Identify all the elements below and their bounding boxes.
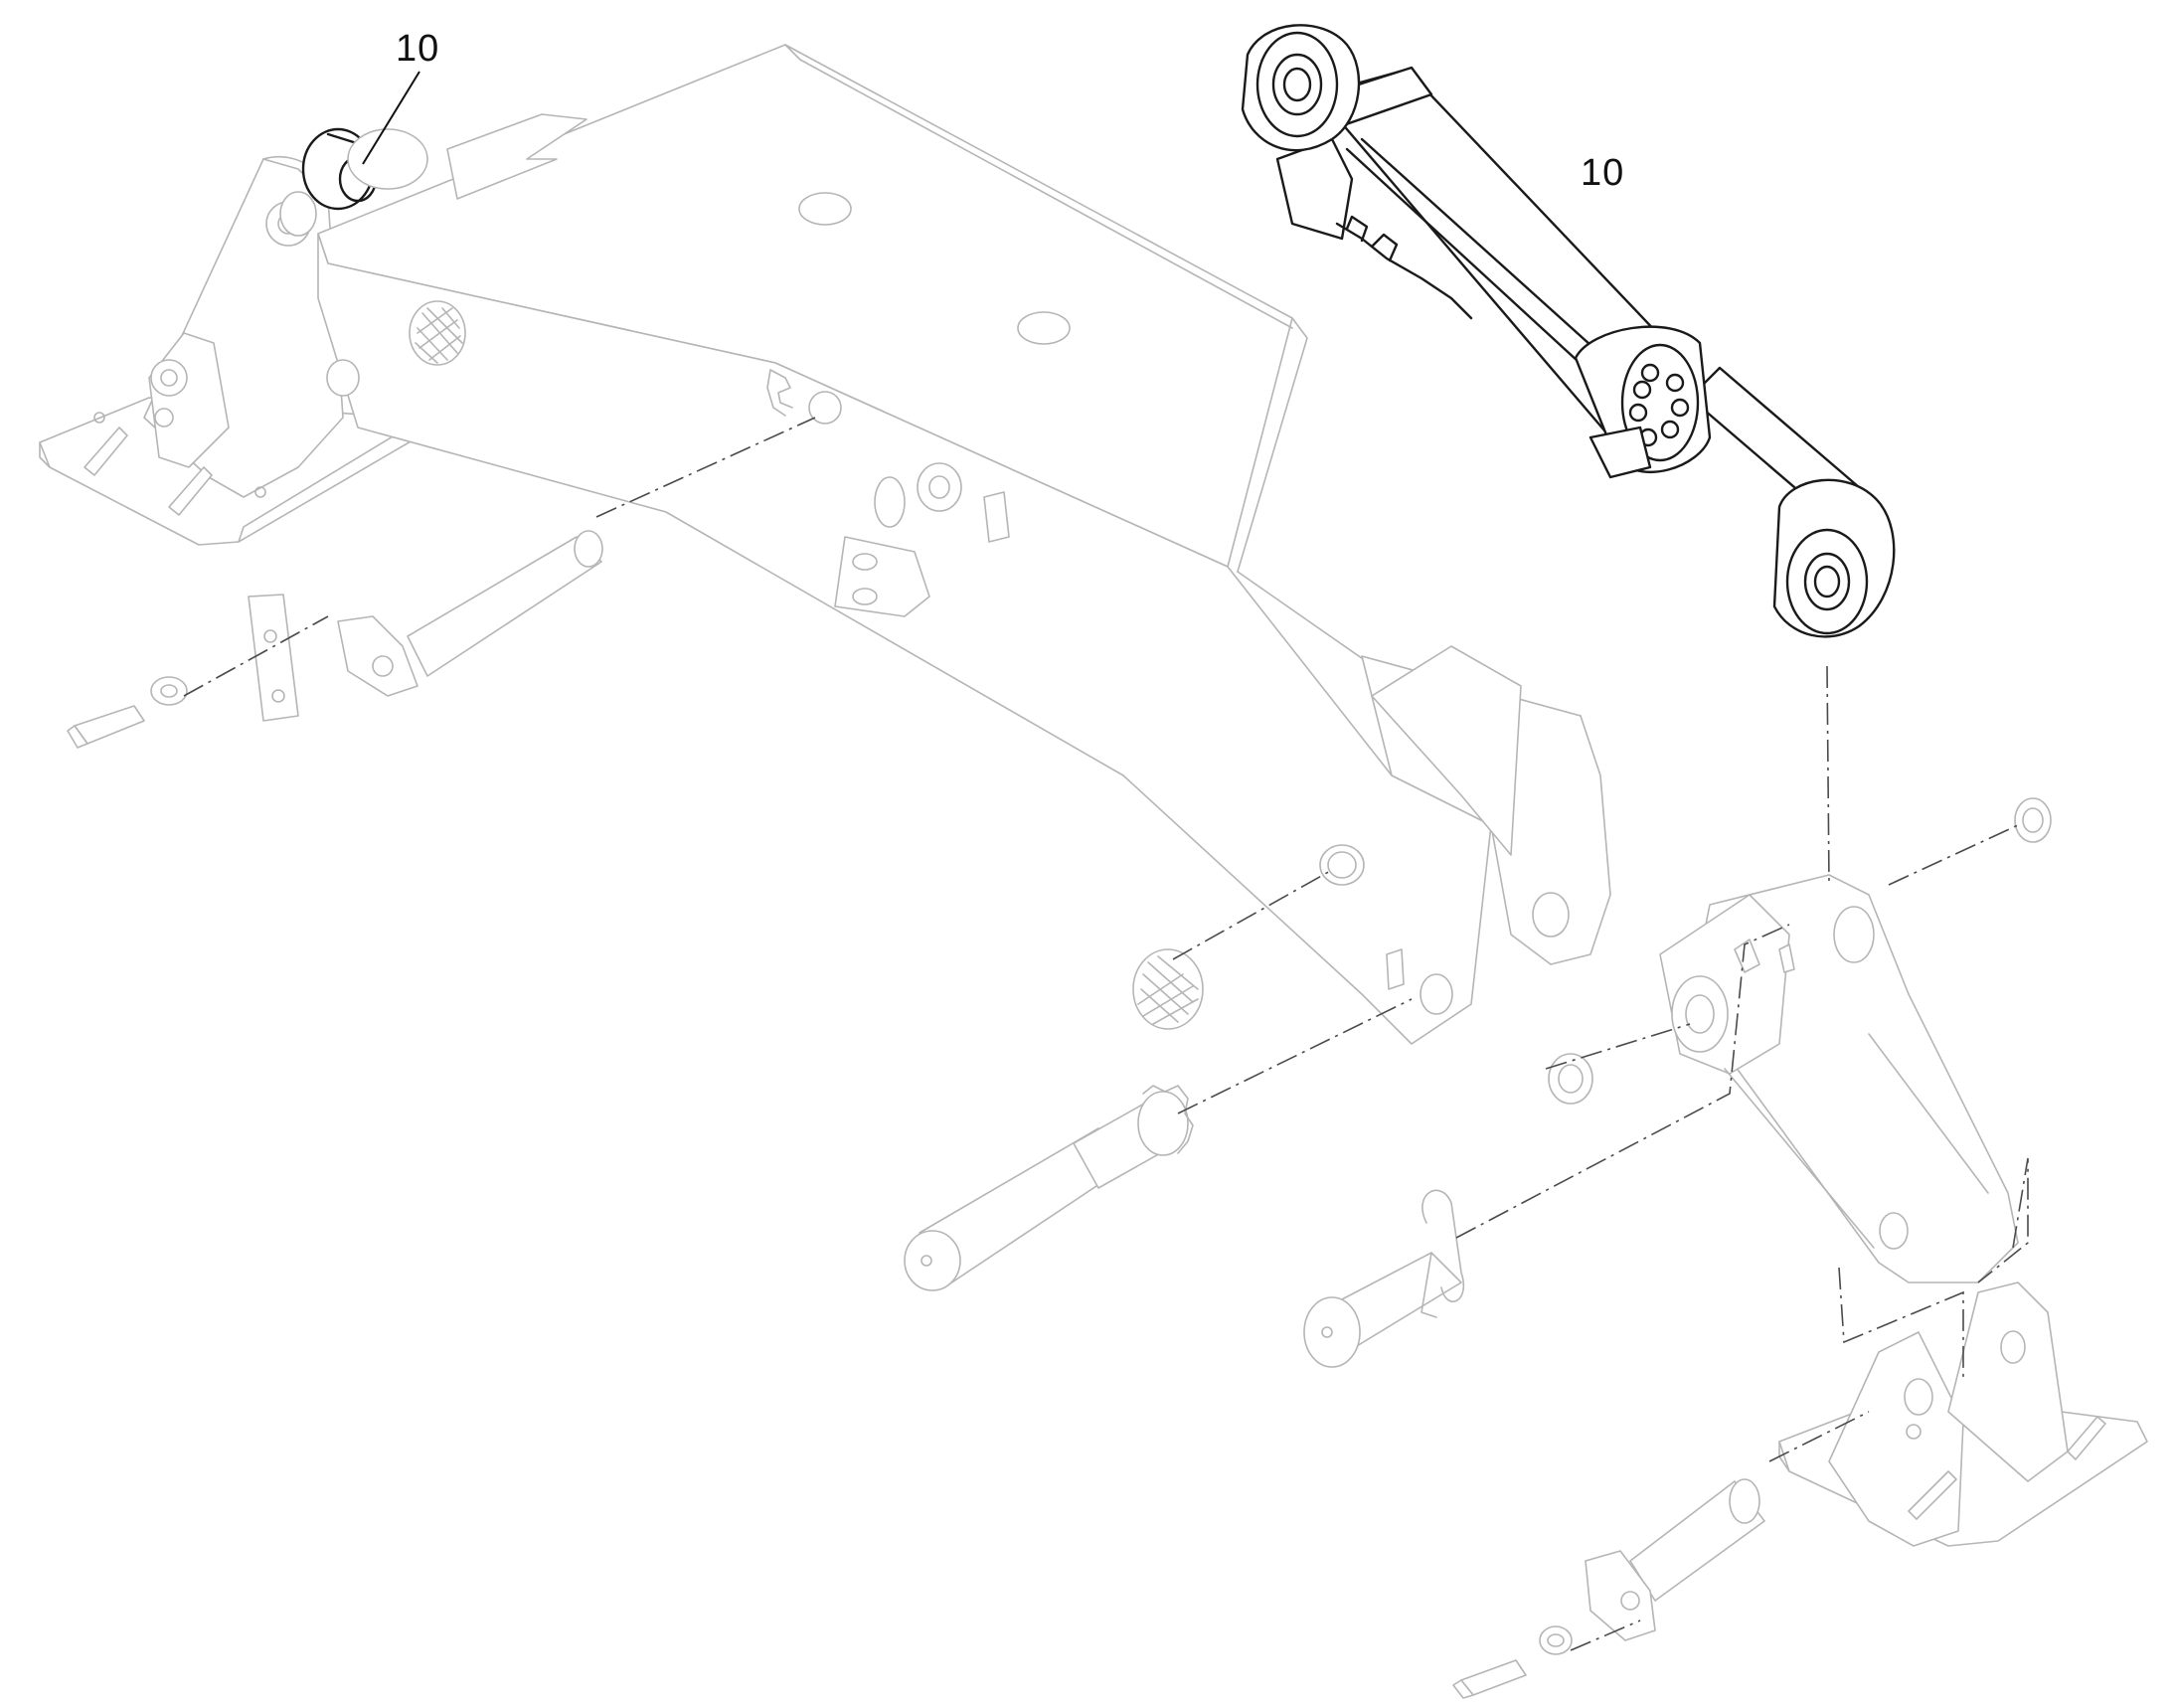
boom-cylinder-callout: 10 [396,28,440,70]
lower-pin-assembly [1303,1189,1465,1368]
assembly-axes [183,417,2029,1651]
bottom-pin-assembly [1452,1478,1765,1699]
hydraulic-cylinder [1241,24,1896,638]
boom-cylinder-leader [362,71,420,165]
detail-cylinder-callout: 10 [1581,152,1625,194]
boom-arm [279,44,1611,1045]
right-base-bracket [1778,1281,2148,1547]
boom-cylinder-rear-end [301,127,428,211]
left-pin-assembly [67,530,603,749]
middle-pin-assembly [904,948,1204,1291]
right-link [1548,797,2052,1283]
left-base-bracket [39,156,418,546]
